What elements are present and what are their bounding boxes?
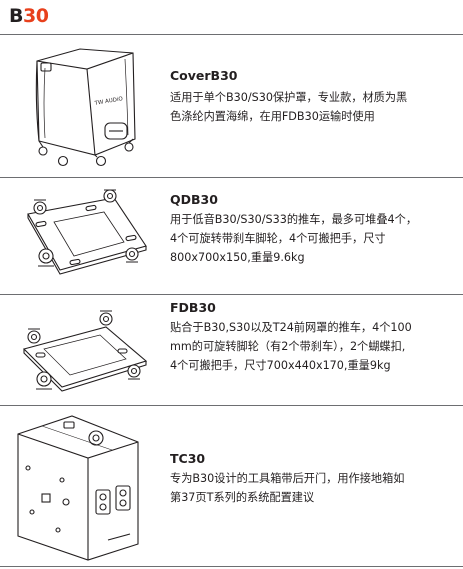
- product-name: CoverB30: [170, 68, 238, 83]
- product-description: 用于低音B30/S30/S33的推车，最多可堆叠4个， 4个可旋转带刹车脚轮，4…: [170, 210, 460, 267]
- product-item-fdb30: FDB30 贴合于B30,S30以及T24前网罩的推车，4个100 mm的可旋转…: [0, 295, 463, 405]
- product-item-coverb30: TW AUDiO CoverB30 适用于单个B30/S30保护罩，专业款，材质…: [0, 35, 463, 177]
- divider: [0, 294, 463, 295]
- header-rule: [0, 34, 463, 35]
- description-line: 4个可搬把手，尺寸700x440x170,重量9kg: [170, 359, 391, 372]
- cart-illustration: [14, 186, 164, 286]
- cover-logo-text: TW AUDiO: [93, 96, 124, 107]
- description-line: 贴合于B30,S30以及T24前网罩的推车，4个100: [170, 321, 412, 334]
- description-line: mm的可旋转脚轮（有2个带刹车），2个蝴蝶扣,: [170, 340, 406, 353]
- description-line: 第37页T系列的系统配置建议: [170, 491, 315, 504]
- section-title-letter: B: [9, 5, 23, 27]
- toolbox-illustration: [12, 412, 162, 562]
- section-title-number: 30: [22, 5, 49, 27]
- section-header: B30: [0, 0, 463, 36]
- product-name: FDB30: [170, 300, 216, 315]
- dolly-illustration: [14, 309, 164, 399]
- divider: [0, 177, 463, 178]
- divider: [0, 405, 463, 406]
- description-line: 色涤纶内置海绵，在用FDB30运输时使用: [170, 110, 375, 123]
- description-line: 专为B30设计的工具箱带后开门，用作接地箱如: [170, 472, 405, 485]
- product-description: 适用于单个B30/S30保护罩，专业款，材质为黑 色涤纶内置海绵，在用FDB30…: [170, 88, 460, 126]
- product-item-tc30: TC30 专为B30设计的工具箱带后开门，用作接地箱如 第37页T系列的系统配置…: [0, 406, 463, 566]
- description-line: 4个可旋转带刹车脚轮，4个可搬把手，尺寸: [170, 232, 386, 245]
- product-item-qdb30: QDB30 用于低音B30/S30/S33的推车，最多可堆叠4个， 4个可旋转带…: [0, 178, 463, 294]
- product-name: TC30: [170, 451, 206, 466]
- divider: [0, 566, 463, 567]
- product-description: 贴合于B30,S30以及T24前网罩的推车，4个100 mm的可旋转脚轮（有2个…: [170, 318, 460, 375]
- section-title: B30: [9, 5, 49, 27]
- description-line: 用于低音B30/S30/S33的推车，最多可堆叠4个，: [170, 213, 418, 226]
- product-description: 专为B30设计的工具箱带后开门，用作接地箱如 第37页T系列的系统配置建议: [170, 469, 460, 507]
- description-line: 800x700x150,重量9.6kg: [170, 251, 305, 264]
- product-name: QDB30: [170, 192, 218, 207]
- cover-illustration: TW AUDiO: [25, 43, 175, 169]
- description-line: 适用于单个B30/S30保护罩，专业款，材质为黑: [170, 91, 408, 104]
